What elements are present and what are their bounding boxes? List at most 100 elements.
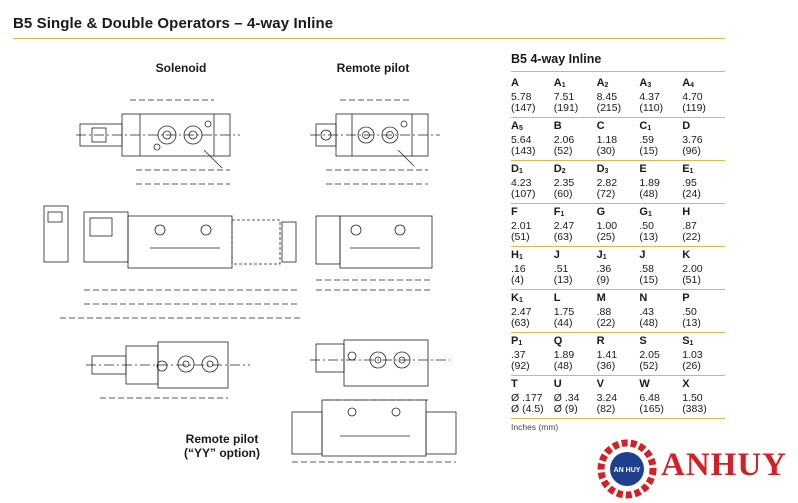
dimension-mm: (383) — [682, 403, 707, 415]
dimension-key: K — [682, 249, 725, 264]
dimension-letter: A — [511, 120, 519, 132]
dimension-key: E1 — [682, 163, 725, 178]
dimension-letter: H — [682, 206, 691, 218]
dimension-cell: H .87(22) — [682, 206, 725, 243]
dimension-inches: 1.41 — [596, 349, 618, 361]
dimension-letter: X — [682, 378, 690, 390]
dimension-mm: (24) — [682, 188, 701, 200]
dimension-letter: J — [553, 249, 560, 261]
dimension-letter: A — [596, 77, 605, 89]
dimension-inches: .43 — [639, 306, 654, 318]
dimension-key: N — [639, 292, 682, 307]
dimension-subscript: 1 — [518, 297, 523, 304]
dimension-mm: (165) — [639, 403, 664, 415]
dimension-inches: 1.50 — [682, 392, 703, 404]
dimension-key: U — [554, 378, 597, 393]
dimension-inches: 1.89 — [639, 177, 660, 189]
dimension-cell: X 1.50(383) — [682, 378, 725, 415]
dimension-inches: Ø .34 — [553, 392, 580, 404]
dimension-key: P1 — [511, 335, 554, 350]
dimension-key: A1 — [554, 77, 597, 92]
label-remote-pilot-yy-line1: Remote pilot — [185, 432, 259, 446]
dimension-key: A — [511, 77, 554, 92]
dimension-letter: A — [511, 77, 519, 89]
dimension-subscript: 2 — [561, 168, 566, 175]
dimension-key: M — [597, 292, 640, 307]
dimension-subscript: 1 — [560, 211, 565, 218]
dimension-letter: W — [639, 378, 650, 390]
dimension-key: T — [511, 378, 554, 393]
dimension-mm: (48) — [639, 317, 659, 329]
dimension-letter: D — [553, 163, 562, 175]
dimension-key: H — [682, 206, 725, 221]
dimension-inches: .87 — [682, 220, 697, 232]
dimension-key: D2 — [554, 163, 597, 178]
dimension-mm: (110) — [639, 102, 664, 114]
dimension-letter: A — [639, 77, 648, 89]
dimension-cell: C1.59(15) — [639, 120, 682, 157]
dimension-mm: (51) — [511, 231, 530, 243]
technical-drawings — [43, 99, 457, 463]
table-units: Inches (mm) — [511, 422, 559, 432]
dimension-mm: (26) — [682, 360, 701, 372]
dimension-inches: .95 — [682, 177, 697, 189]
dimension-key: G1 — [639, 206, 682, 221]
dimension-letter: J — [639, 249, 646, 261]
dimension-mm: (191) — [553, 102, 579, 114]
dimension-inches: 1.75 — [553, 306, 575, 318]
dimension-mm: (143) — [511, 145, 536, 157]
dimension-mm: Ø (4.5) — [511, 403, 544, 415]
dimension-mm: (36) — [596, 360, 616, 372]
dimension-cell: P.50(13) — [682, 292, 725, 329]
dimension-inches: 2.05 — [639, 349, 660, 361]
label-remote-pilot-yy-line2: (“YY” option) — [184, 446, 260, 460]
dimension-mm: (44) — [553, 317, 573, 329]
dimension-subscript: 1 — [518, 340, 523, 347]
dimension-key: B — [554, 120, 597, 135]
dimension-mm: (107) — [511, 188, 536, 200]
dimension-mm: (22) — [596, 317, 616, 329]
label-solenoid: Solenoid — [155, 61, 207, 75]
dimension-mm: (51) — [682, 274, 701, 286]
dimension-mm: (52) — [553, 145, 573, 157]
dimension-key: J — [639, 249, 682, 264]
dimension-letter: C — [639, 120, 648, 132]
dimension-letter: E — [639, 163, 647, 175]
dimension-letter: S — [682, 335, 690, 347]
brand-name: ANHUY — [661, 447, 787, 483]
dimension-subscript: 1 — [518, 254, 523, 261]
dimension-inches: 3.76 — [682, 134, 703, 146]
dimension-letter: K — [682, 249, 691, 261]
dimension-key: C1 — [639, 120, 682, 135]
dimension-key: F — [511, 206, 554, 221]
solenoid-top-view — [76, 99, 240, 185]
dimension-letter: A — [553, 77, 562, 89]
dimension-mm: (25) — [596, 231, 616, 243]
dimension-cell: J.58(15) — [639, 249, 682, 286]
dimension-letter: Q — [553, 335, 563, 347]
dimension-letter: D — [511, 163, 519, 175]
dimension-letter: U — [553, 378, 562, 390]
dimension-mm: (22) — [682, 231, 701, 243]
dimension-mm: (63) — [553, 231, 573, 243]
dimension-subscript: 3 — [604, 168, 609, 175]
dimension-subscript: 1 — [689, 340, 694, 347]
dimension-letter: J — [596, 249, 603, 261]
dimension-inches: 2.35 — [553, 177, 575, 189]
dimension-letter: M — [596, 292, 606, 304]
dimension-cell: M.88(22) — [597, 292, 640, 329]
dimension-subscript: 3 — [647, 82, 652, 89]
dimension-letter: P — [682, 292, 690, 304]
